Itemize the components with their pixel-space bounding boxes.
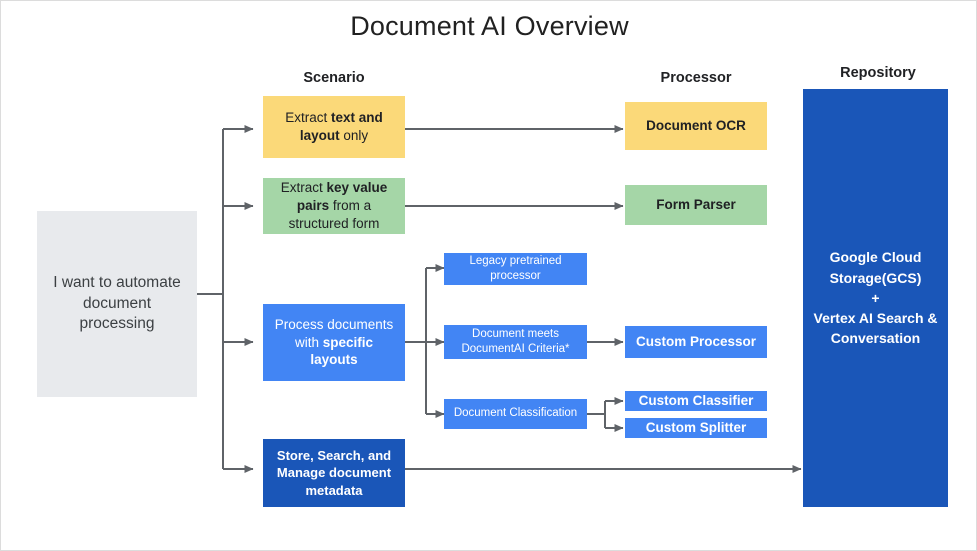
node-store-search-manage: Store, Search, and Manage document metad…: [263, 439, 405, 507]
node-custom-splitter-label: Custom Splitter: [645, 420, 747, 436]
node-store-search-manage-label: Store, Search, and Manage document metad…: [276, 448, 392, 498]
node-extract-text-layout: Extract text and layout only: [263, 96, 405, 158]
node-process-specific-layouts-label: Process documents with specific layouts: [274, 316, 394, 368]
node-document-ocr-label: Document OCR: [646, 118, 746, 134]
node-document-classification-label: Document Classification: [453, 407, 578, 420]
node-legacy-pretrained-processor-label: Legacy pretrained processor: [469, 254, 562, 282]
node-custom-processor: Custom Processor: [625, 326, 767, 358]
node-document-ocr: Document OCR: [625, 102, 767, 150]
column-header-repository: Repository: [840, 65, 916, 81]
node-source-label: I want to automate document processing: [53, 274, 181, 333]
node-form-parser-label: Form Parser: [656, 197, 736, 213]
node-extract-text-layout-label: Extract text and layout only: [285, 110, 383, 143]
node-legacy-pretrained-processor: Legacy pretrained processor: [444, 253, 587, 285]
page-title: Document AI Overview: [350, 11, 629, 41]
node-extract-key-value-pairs-label: Extract key value pairs from a structure…: [280, 180, 388, 231]
node-document-meets-criteria-label: Document meets DocumentAI Criteria*: [461, 327, 570, 355]
node-source: I want to automate document processing: [37, 211, 197, 397]
node-process-specific-layouts: Process documents with specific layouts: [263, 304, 405, 381]
node-extract-key-value-pairs: Extract key value pairs from a structure…: [263, 178, 405, 234]
column-header-scenario: Scenario: [303, 70, 365, 86]
column-header-processor: Processor: [660, 70, 732, 86]
node-custom-processor-label: Custom Processor: [635, 334, 757, 350]
node-custom-splitter: Custom Splitter: [625, 418, 767, 438]
node-document-classification: Document Classification: [444, 399, 587, 429]
node-custom-classifier-label: Custom Classifier: [638, 393, 754, 409]
node-custom-classifier: Custom Classifier: [625, 391, 767, 411]
node-form-parser: Form Parser: [625, 185, 767, 225]
node-document-meets-criteria: Document meets DocumentAI Criteria*: [444, 325, 587, 359]
